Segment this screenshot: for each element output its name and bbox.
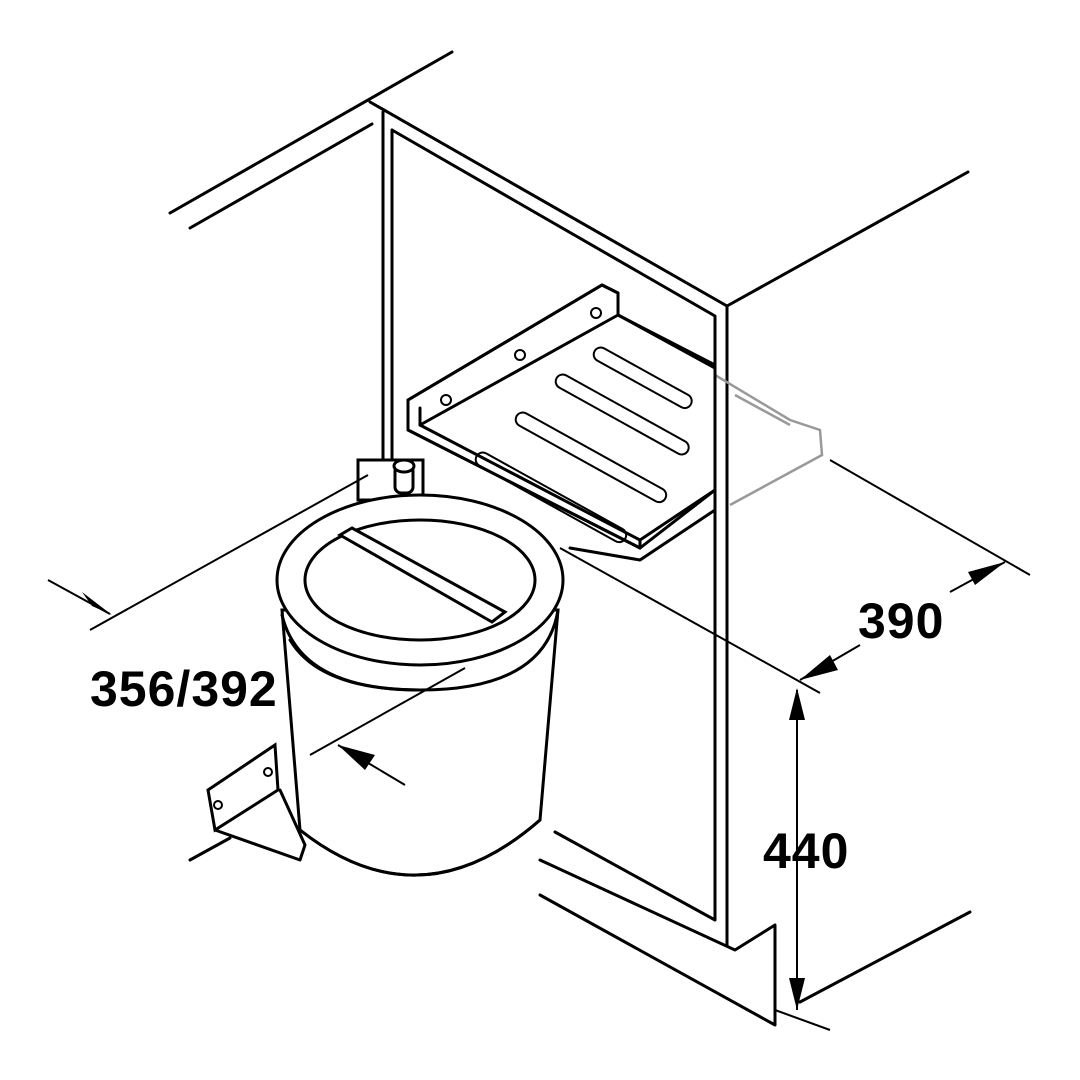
waste-bin	[275, 493, 565, 877]
bin-hinge	[356, 458, 425, 502]
cabinet-outline	[381, 110, 972, 1027]
mounting-bracket	[188, 742, 307, 862]
depth-dimension-label: 390	[858, 593, 945, 649]
worktop-lines	[168, 50, 970, 308]
tray-ghost	[714, 373, 824, 507]
tray	[406, 283, 717, 562]
width-dimension-label: 356/392	[90, 661, 278, 717]
height-dimension-label: 440	[763, 823, 850, 879]
dimension-lines	[47, 459, 1031, 1031]
